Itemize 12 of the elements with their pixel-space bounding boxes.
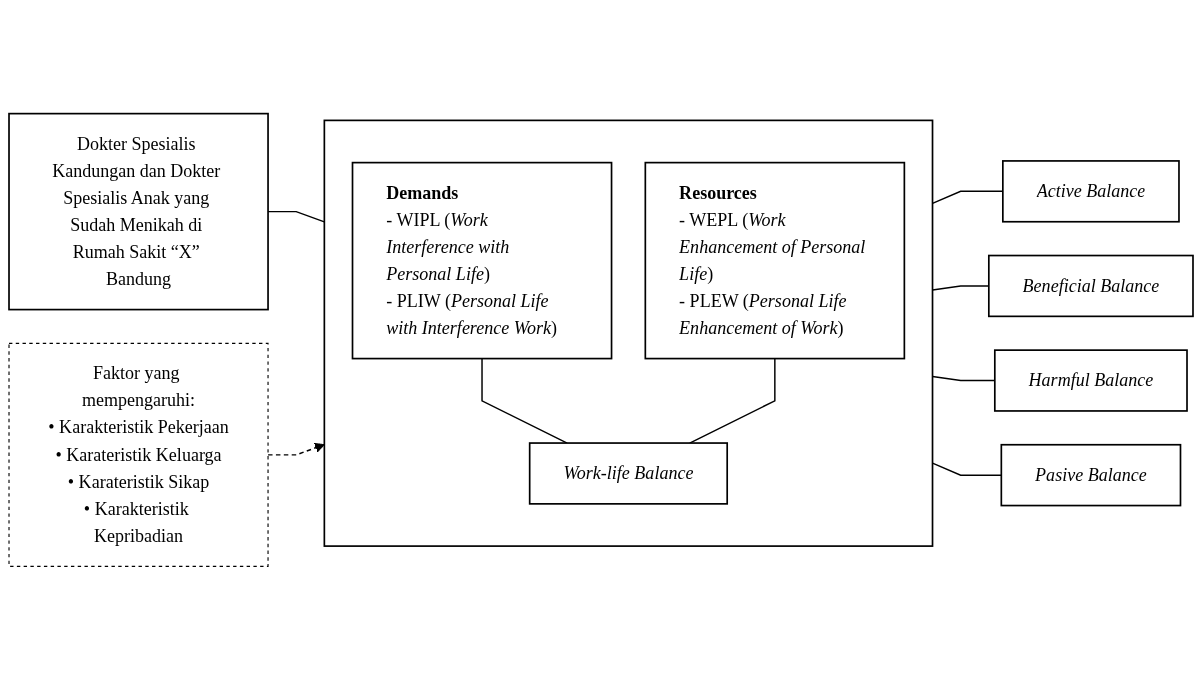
node-box: Demands - WIPL (Work Interference with Personal Life) - PLIW (Personal Life with Interference Work) (351, 161, 613, 360)
node-box: Resources - WEPL (Work Enhancement of Personal Life) - PLEW (Personal Life Enhancement of Work) (644, 161, 906, 360)
node-box: Faktor yang mempengaruhi: • Karakteristik Pekerjaan • Karateristik Keluarga • Karateristik Sikap • Karakteristik Kepribadian (8, 342, 269, 567)
node-box: Dokter Spesialis Kandungan dan Dokter Spesialis Anak yang Sudah Menikah di Rumah Sakit “X” Bandung (8, 112, 269, 311)
node-box: Work-life Balance (528, 442, 729, 505)
node-box: Beneficial Balance (988, 254, 1194, 318)
node-box: Pasive Balance (1000, 443, 1182, 507)
connector (481, 357, 568, 444)
cluster (323, 119, 934, 547)
node-box: Harmful Balance (993, 349, 1188, 412)
connector (689, 357, 776, 444)
node-box: Active Balance (1002, 160, 1180, 223)
